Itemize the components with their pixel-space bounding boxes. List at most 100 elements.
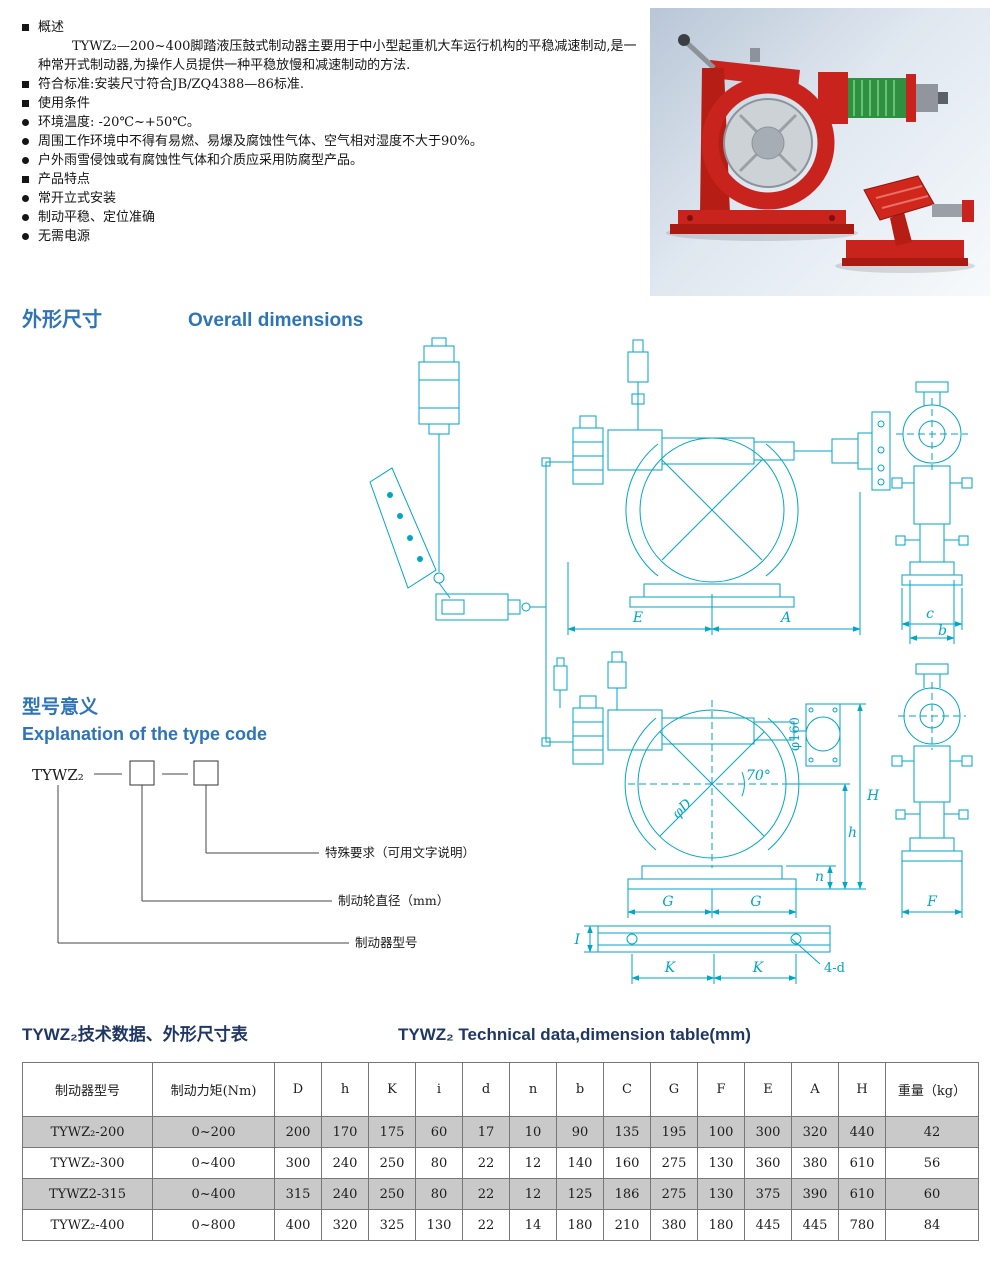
dim-label-phi160: φ160 — [788, 717, 803, 751]
overview-item: 环境温度: -20℃~+50℃。 — [22, 113, 642, 132]
table-cell: 130 — [697, 1147, 745, 1179]
typecode-diagram: TYWZ₂ 特殊要求（可用文字说明） 制动轮直径（mm） 制动器型号 — [32, 760, 475, 950]
overview-item: 概述 — [22, 18, 642, 37]
header-cell: d — [462, 1062, 510, 1117]
table-cell: 12 — [509, 1178, 557, 1210]
pedal-unit-illustration — [835, 175, 975, 273]
dim-label-G1: G — [662, 894, 673, 910]
table-cell: 445 — [744, 1209, 792, 1241]
typecode-heading-en: Explanation of the type code — [22, 724, 268, 744]
table-cell: 380 — [791, 1147, 839, 1179]
table-cell: 250 — [368, 1147, 416, 1179]
table-cell: 300 — [744, 1116, 792, 1148]
header-cell: A — [791, 1062, 839, 1117]
table-cell: 325 — [368, 1209, 416, 1241]
overview-section: 概述 TYWZ₂—200~400脚踏液压鼓式制动器主要用于中小型起重机大车运行机… — [22, 18, 642, 246]
table-cell: 275 — [650, 1147, 698, 1179]
circle-bullet-icon — [22, 138, 29, 145]
table-cell: 275 — [650, 1178, 698, 1210]
overview-text: 无需电源 — [38, 229, 91, 244]
table-cell: 10 — [509, 1116, 557, 1148]
table-heading-en: TYWZ₂ Technical data,dimension table(mm) — [398, 1025, 751, 1044]
dim-label-n: n — [815, 869, 824, 885]
overview-item: 无需电源 — [22, 227, 642, 246]
overview-text: 符合标准:安装尺寸符合JB/ZQ4388—86标准. — [38, 77, 304, 92]
brake-illustration — [666, 34, 948, 241]
table-cell: 390 — [791, 1178, 839, 1210]
table-cell: 160 — [603, 1147, 651, 1179]
table-cell: 0~400 — [152, 1178, 275, 1210]
dimensions-heading: 外形尺寸 Overall dimensions — [22, 303, 363, 332]
table-cell: 56 — [885, 1147, 979, 1179]
header-cell: 制动器型号 — [22, 1062, 153, 1117]
overview-item: 使用条件 — [22, 94, 642, 113]
table-cell: 22 — [462, 1209, 510, 1241]
front-view-bottom-drawing: φ160 φD 70° H h n G G — [572, 651, 880, 918]
table-cell: 200 — [274, 1116, 322, 1148]
table-cell: 22 — [462, 1147, 510, 1179]
table-row: TYWZ₂-200 0~200 200 170 175 60 17 10 90 … — [22, 1116, 979, 1148]
table-row: TYWZ₂-400 0~800 400 320 325 130 22 14 18… — [22, 1209, 979, 1241]
table-cell: 0~200 — [152, 1116, 275, 1148]
dim-label-E: E — [632, 610, 643, 626]
dimension-drawings: E A c b — [369, 337, 973, 984]
table-cell: 610 — [838, 1147, 886, 1179]
table-cell: 80 — [415, 1147, 463, 1179]
overview-item: 常开立式安装 — [22, 189, 642, 208]
circle-bullet-icon — [22, 195, 29, 202]
table-cell: 12 — [509, 1147, 557, 1179]
typecode-heading-zh: 型号意义 — [22, 697, 99, 718]
dim-label-h: h — [848, 825, 857, 841]
square-bullet-icon — [22, 81, 29, 88]
header-cell: 制动力矩(Nm) — [152, 1062, 275, 1117]
dim-label-K1: K — [664, 960, 677, 976]
table-cell: 17 — [462, 1116, 510, 1148]
overview-item: 符合标准:安装尺寸符合JB/ZQ4388—86标准. — [22, 75, 642, 94]
header-cell: E — [744, 1062, 792, 1117]
dimensions-heading-zh: 外形尺寸 — [22, 309, 102, 331]
pedal-master-cylinder-drawing — [369, 337, 573, 747]
table-cell: 84 — [885, 1209, 979, 1241]
table-cell: 60 — [415, 1116, 463, 1148]
circle-bullet-icon — [22, 157, 29, 164]
overview-item: 制动平稳、定位准确 — [22, 208, 642, 227]
dim-label-K2: K — [752, 960, 765, 976]
dim-label-A: A — [779, 610, 791, 626]
table-row: TYWZ₂-300 0~400 300 240 250 80 22 12 140… — [22, 1147, 979, 1179]
side-view-bottom-drawing: F — [891, 663, 973, 918]
base-plan-view-drawing: I 4-d K K — [573, 925, 845, 984]
overview-text: 概述 — [38, 20, 65, 35]
side-view-top-drawing: c b — [891, 381, 973, 644]
table-cell: 780 — [838, 1209, 886, 1241]
overview-item: 产品特点 — [22, 170, 642, 189]
table-cell: 180 — [556, 1209, 604, 1241]
table-cell: TYWZ₂-200 — [22, 1116, 153, 1148]
table-cell: 380 — [650, 1209, 698, 1241]
header-cell: D — [274, 1062, 322, 1117]
table-cell: 0~800 — [152, 1209, 275, 1241]
overview-text: 常开立式安装 — [38, 191, 117, 206]
table-cell: 320 — [791, 1116, 839, 1148]
table-cell: TYWZ₂-300 — [22, 1147, 153, 1179]
table-cell: 210 — [603, 1209, 651, 1241]
dim-label-b: b — [938, 623, 947, 639]
typecode-label-model: 制动器型号 — [355, 935, 418, 950]
table-cell: 445 — [791, 1209, 839, 1241]
table-cell: 0~400 — [152, 1147, 275, 1179]
table-cell: 400 — [274, 1209, 322, 1241]
table-cell: 130 — [697, 1178, 745, 1210]
typecode-label-diameter: 制动轮直径（mm） — [338, 893, 449, 908]
table-heading: TYWZ₂技术数据、外形尺寸表 TYWZ₂ Technical data,dim… — [22, 1020, 751, 1045]
table-cell: 195 — [650, 1116, 698, 1148]
dim-label-H: H — [866, 788, 880, 804]
product-photo — [650, 8, 990, 296]
table-cell: 14 — [509, 1209, 557, 1241]
dim-label-phiD: φD — [669, 796, 695, 822]
header-cell: H — [838, 1062, 886, 1117]
table-cell: 135 — [603, 1116, 651, 1148]
table-header-row: 制动器型号 制动力矩(Nm) D h K i d n b C G F E A H… — [22, 1062, 979, 1117]
header-cell: n — [509, 1062, 557, 1117]
typecode-heading: 型号意义 Explanation of the type code — [22, 692, 267, 745]
header-cell: K — [368, 1062, 416, 1117]
table-cell: 320 — [321, 1209, 369, 1241]
